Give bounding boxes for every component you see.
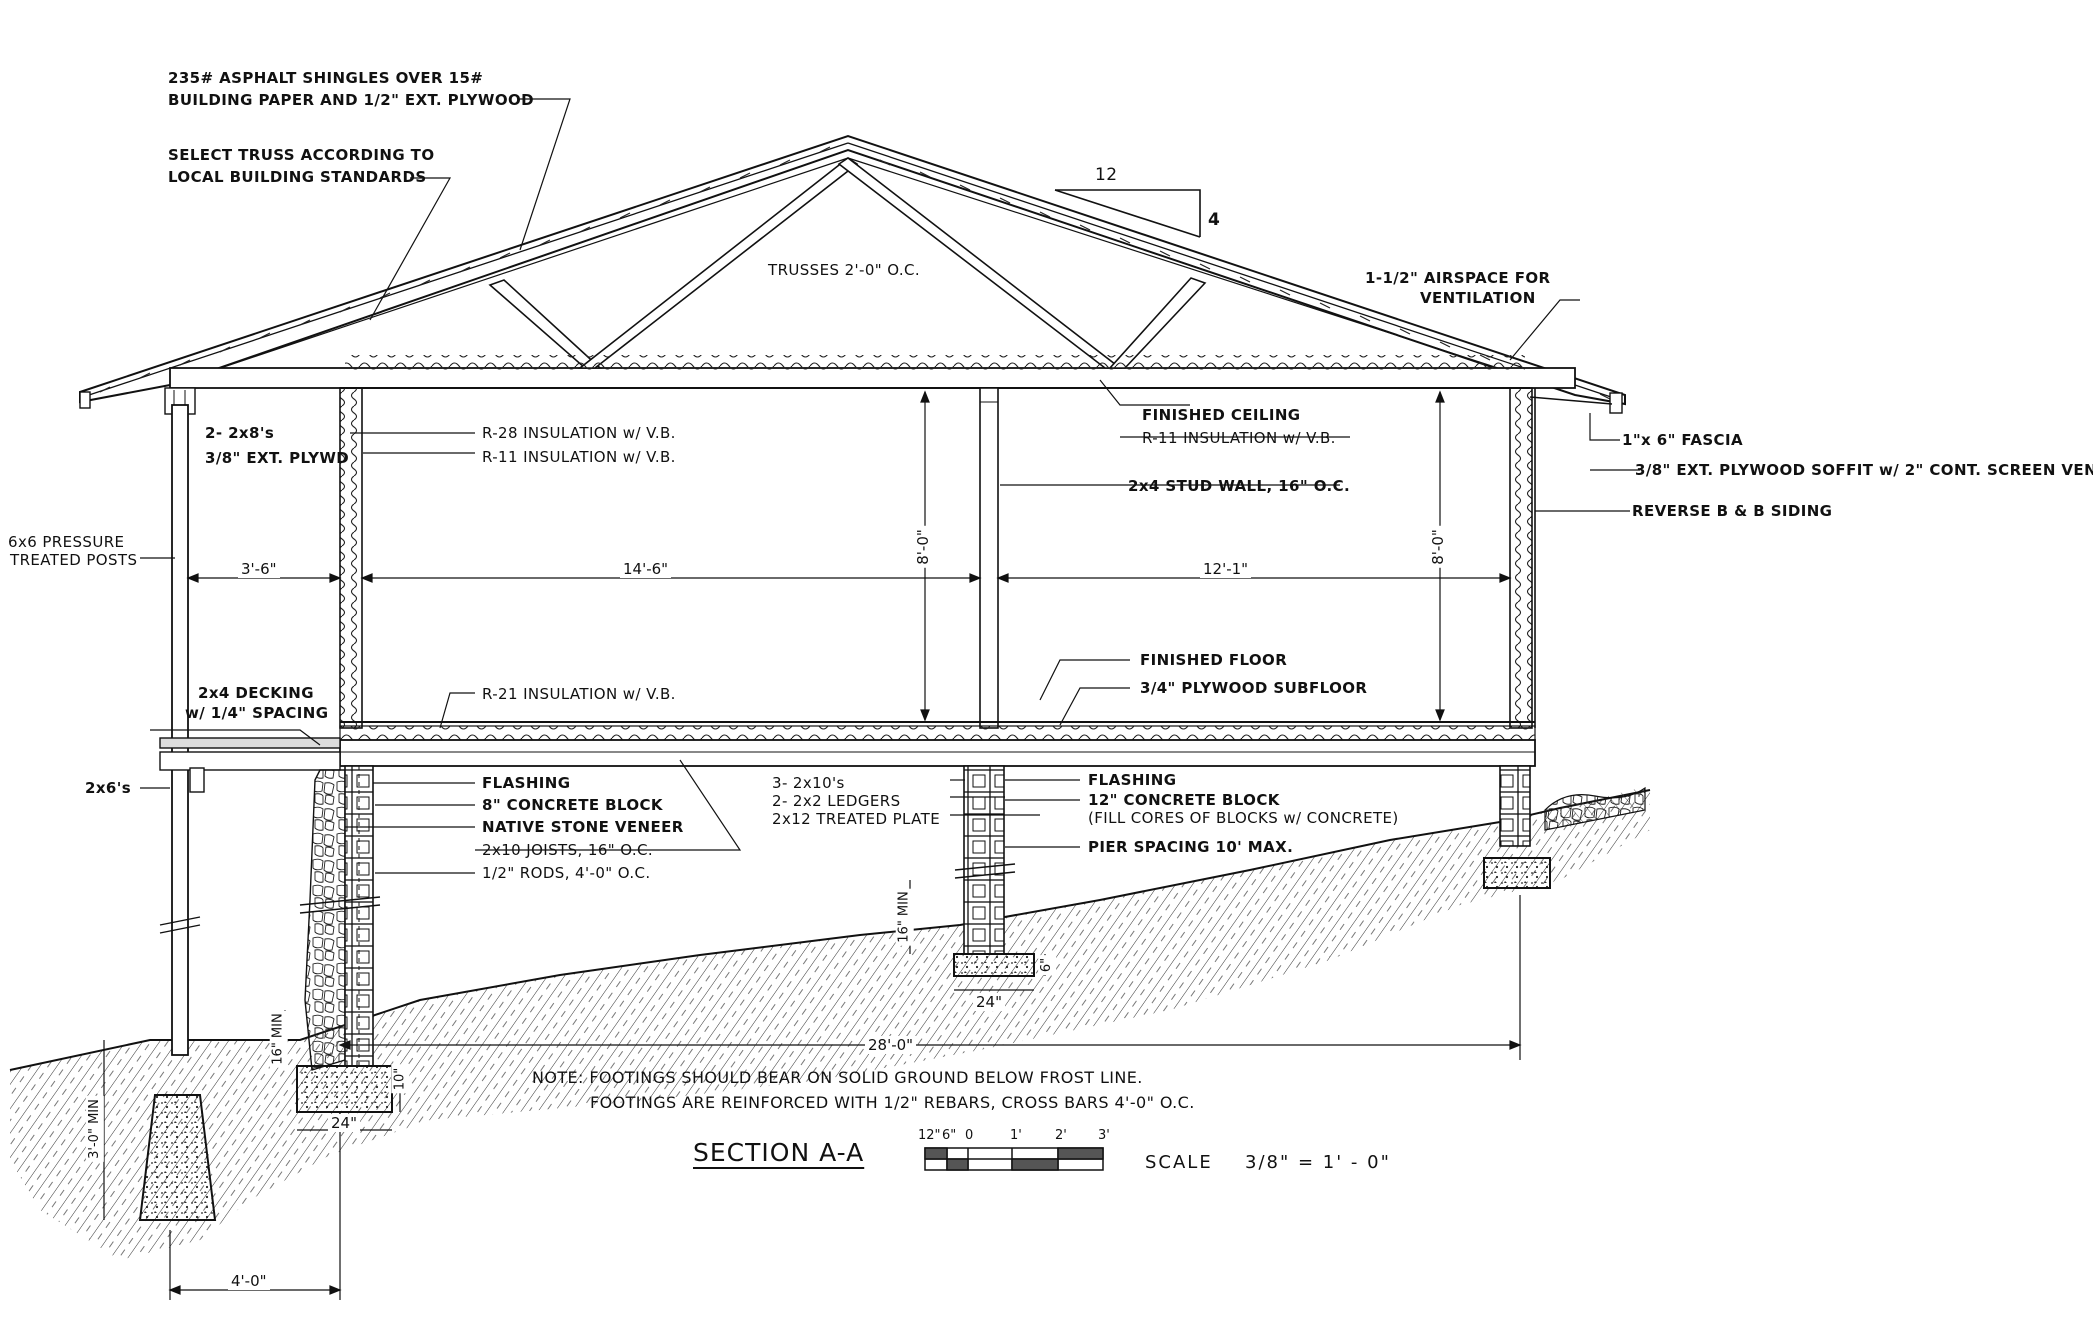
beam-3-label: 3- 2x10's: [772, 774, 845, 792]
dim-footing-left: 24": [328, 1114, 360, 1132]
flashing-left-label: FLASHING: [482, 774, 571, 792]
scale-tick-2: 2': [1055, 1128, 1067, 1143]
posts-label-2: TREATED POSTS: [10, 551, 138, 569]
truss-select-label-2: LOCAL BUILDING STANDARDS: [168, 168, 427, 186]
dim-post-offset: 4'-0": [228, 1272, 270, 1290]
beam-label: 2- 2x8's: [205, 424, 275, 442]
leader-lines: [140, 98, 1640, 874]
flashing-right-label: FLASHING: [1088, 771, 1177, 789]
scale-ratio: 3/8" = 1' - 0": [1245, 1152, 1391, 1173]
pitch-run: 12: [1095, 165, 1118, 185]
foundations: [138, 765, 1646, 1221]
scale-tick-12: 12": [918, 1128, 941, 1143]
truss-select-label: SELECT TRUSS ACCORDING TO: [168, 146, 435, 164]
decking-label-2: w/ 1/4" SPACING: [185, 704, 329, 722]
ground-fill: [10, 790, 1650, 1260]
stone-label: NATIVE STONE VENEER: [482, 818, 684, 836]
r11-left-label: R-11 INSULATION w/ V.B.: [482, 448, 676, 466]
scale-label: SCALE: [1145, 1152, 1213, 1173]
scale-tick-0: 0: [965, 1128, 974, 1143]
dim-footing-h-left: 10": [391, 1064, 410, 1094]
note-line-2: FOOTINGS ARE REINFORCED WITH 1/2" REBARS…: [590, 1093, 1195, 1112]
shingles-label: 235# ASPHALT SHINGLES OVER 15#: [168, 69, 484, 87]
note-line-1: NOTE: FOOTINGS SHOULD BEAR ON SOLID GROU…: [532, 1068, 1143, 1087]
r11-right-label: R-11 INSULATION w/ V.B.: [1142, 429, 1336, 447]
decking-label: 2x4 DECKING: [198, 684, 314, 702]
block-8-label: 8" CONCRETE BLOCK: [482, 796, 663, 814]
dim-room-right: 12'-1": [1200, 560, 1252, 578]
pitch-rise: 4: [1208, 210, 1221, 230]
stud-wall-label: 2x4 STUD WALL, 16" O.C.: [1128, 477, 1351, 495]
trusses-label: TRUSSES 2'-0" O.C.: [768, 261, 921, 279]
block-12-label-2: (FILL CORES OF BLOCKS w/ CONCRETE): [1088, 809, 1399, 827]
fascia-label: 1"x 6" FASCIA: [1622, 431, 1743, 449]
dim-footing-mid: 24": [973, 993, 1005, 1011]
posts-label: 6x6 PRESSURE: [8, 533, 125, 551]
dim-porch: 3'-6": [238, 560, 280, 578]
dim-footing-h-mid: 6": [1038, 954, 1057, 976]
siding-label: REVERSE B & B SIDING: [1632, 502, 1833, 520]
dimension-lines: [103, 390, 1522, 1300]
section-title: SECTION A-A: [693, 1138, 865, 1167]
dim-room-left: 14'-6": [620, 560, 672, 578]
roof: [79, 134, 1626, 415]
floor-label: FINISHED FLOOR: [1140, 651, 1288, 669]
airspace-label-2: VENTILATION: [1420, 289, 1536, 307]
joists-label: 2x10 JOISTS, 16" O.C.: [482, 841, 654, 859]
block-12-label: 12" CONCRETE BLOCK: [1088, 791, 1280, 809]
airspace-label: 1-1/2" AIRSPACE FOR: [1365, 269, 1551, 287]
scale-tick-6: 6": [942, 1128, 957, 1143]
r21-label: R-21 INSULATION w/ V.B.: [482, 685, 676, 703]
plywd-label: 3/8" EXT. PLYWD: [205, 449, 350, 467]
dim-ceiling-right: 8'-0": [1428, 526, 1447, 568]
scale-tick-3: 3': [1098, 1128, 1110, 1143]
scale-tick-1: 1': [1010, 1128, 1022, 1143]
plate-label: 2x12 TREATED PLATE: [772, 810, 941, 828]
ledgers-label: 2- 2x2 LEDGERS: [772, 792, 901, 810]
soffit-label: 3/8" EXT. PLYWOOD SOFFIT w/ 2" CONT. SCR…: [1635, 461, 2093, 479]
dim-min-mid: 16" MIN: [895, 888, 914, 946]
pier-label: PIER SPACING 10' MAX.: [1088, 838, 1294, 856]
dim-overall: 28'-0": [865, 1036, 917, 1054]
subfloor-label: 3/4" PLYWOOD SUBFLOOR: [1140, 679, 1368, 697]
ceiling-label: FINISHED CEILING: [1142, 406, 1301, 424]
twobysixes-label: 2x6's: [85, 779, 132, 797]
dim-post-depth: 3'-0" MIN: [85, 1096, 104, 1162]
rods-label: 1/2" RODS, 4'-0" O.C.: [482, 864, 651, 882]
scale-bar: [924, 1147, 1104, 1171]
shingles-label-2: BUILDING PAPER AND 1/2" EXT. PLYWOOD: [168, 91, 534, 109]
dim-ceiling-left: 8'-0": [913, 526, 932, 568]
dim-min-left: 16" MIN: [269, 1010, 288, 1068]
r28-label: R-28 INSULATION w/ V.B.: [482, 424, 676, 442]
